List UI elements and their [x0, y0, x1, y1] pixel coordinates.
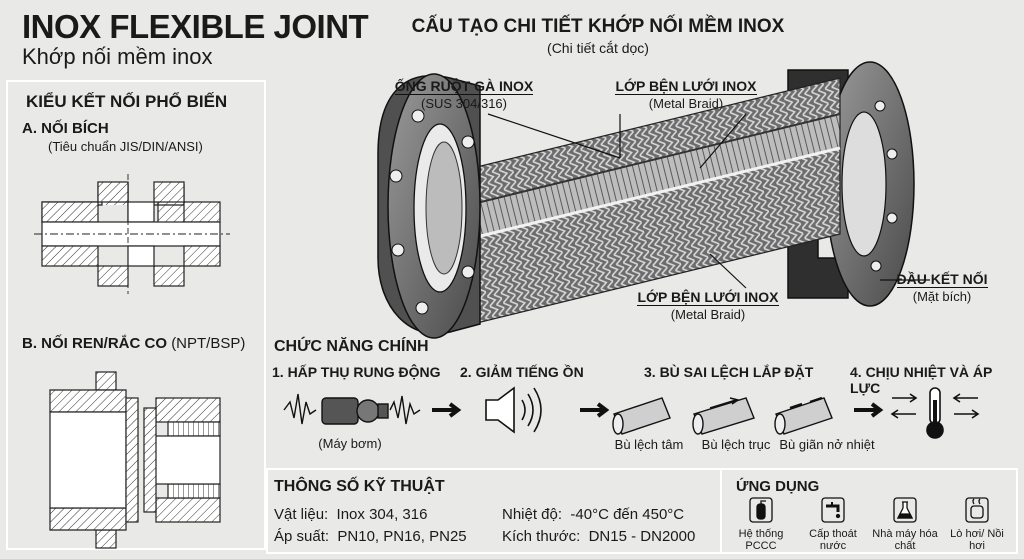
- applications-panel: ỨNG DỤNG Hệ thống PCCC Cấp thoát nước Nh…: [720, 468, 1018, 554]
- label-metal-braid-top-title: LỚP BỆN LƯỚI INOX: [615, 78, 757, 95]
- function-3-caption-axial: Bù lệch trục: [701, 437, 771, 452]
- label-metal-braid-bottom-title: LỚP BỆN LƯỚI INOX: [637, 289, 779, 306]
- flexible-joint-cutaway-drawing: [377, 61, 930, 339]
- leader-lines: [487, 113, 930, 289]
- threaded-union-cross-section-drawing: [49, 371, 221, 549]
- spec-temperature-value: -40°C đến 450°C: [570, 506, 685, 523]
- spec-pressure-value: PN10, PN16, PN25: [337, 528, 467, 545]
- specs-panel: THÔNG SỐ KỸ THUẬT Vật liệu: Inox 304, 31…: [266, 468, 722, 554]
- applications-heading: ỨNG DỤNG: [736, 478, 820, 495]
- function-3-title: 3. BÙ SAI LỆCH LẮP ĐẶT: [644, 364, 814, 380]
- functions-heading: CHỨC NĂNG CHÍNH: [274, 338, 429, 355]
- arrow-2-icon: [580, 402, 610, 418]
- spec-size-row: Kích thước: DN15 - DN2000: [502, 528, 695, 545]
- label-corrugated-tube-title: ỐNG RUỘT GÀ INOX: [394, 78, 534, 95]
- spec-size-value: DN15 - DN2000: [588, 528, 696, 545]
- structure-subtitle: (Chi tiết cắt dọc): [547, 40, 649, 56]
- function-1-caption: (Máy bơm): [318, 436, 382, 451]
- application-boiler-label: Lò hơi/ Nồi hơi: [950, 528, 1004, 552]
- spec-material-row: Vật liệu: Inox 304, 316: [274, 506, 427, 523]
- spec-temperature-label: Nhiệt độ:: [502, 506, 563, 523]
- spec-material-label: Vật liệu:: [274, 506, 329, 523]
- spec-pressure-row: Áp suất: PN10, PN16, PN25: [274, 528, 467, 545]
- label-end-connection-title: ĐẦU KẾT NỐI: [896, 271, 988, 288]
- vibration-pump-icon: [283, 393, 421, 425]
- threaded-connection-title: B. NỐI REN/RẮC CO (NPT/BSP): [22, 335, 245, 352]
- threaded-connection-standard: (NPT/BSP): [171, 335, 246, 352]
- label-corrugated-tube-sub: (SUS 304/316): [421, 96, 507, 111]
- specs-heading: THÔNG SỐ KỸ THUẬT: [274, 478, 445, 495]
- left-flange: [377, 73, 481, 339]
- function-1-title: 1. HẤP THỤ RUNG ĐỘNG: [272, 364, 441, 380]
- label-metal-braid-bottom-sub: (Metal Braid): [670, 307, 746, 322]
- axial-pipe-icon: [692, 397, 755, 435]
- spec-size-label: Kích thước:: [502, 528, 581, 545]
- function-3-caption-thermal: Bù giãn nở nhiệt: [779, 437, 875, 452]
- structure-title: CẤU TẠO CHI TIẾT KHỚP NỐI MỀM INOX: [411, 16, 785, 37]
- thermometer-pressure-icon: [890, 387, 980, 439]
- label-metal-braid-top-sub: (Metal Braid): [648, 96, 724, 111]
- speaker-icon: [485, 386, 542, 434]
- spec-material-value: Inox 304, 316: [336, 506, 428, 523]
- main-title: INOX FLEXIBLE JOINT: [22, 8, 369, 45]
- connection-types-heading: KIỂU KẾT NỐI PHỔ BIẾN: [26, 92, 228, 111]
- offset-pipe-icon: [612, 397, 671, 435]
- function-3-caption-offset: Bù lệch tâm: [614, 437, 684, 452]
- label-corrugated-tube: ỐNG RUỘT GÀ INOX (SUS 304/316): [384, 78, 544, 111]
- flange-connection-title: A. NỐI BÍCH: [22, 120, 109, 137]
- application-chemical-plant-label: Nhà máy hóa chất: [872, 528, 938, 552]
- application-water-supply-label: Cấp thoát nước: [809, 528, 857, 552]
- application-icons: [749, 497, 989, 523]
- spec-pressure-label: Áp suất:: [274, 528, 330, 545]
- faucet-icon: [821, 497, 845, 523]
- thermal-pipe-icon: [774, 396, 833, 435]
- connection-types-panel: KIỂU KẾT NỐI PHỔ BIẾN A. NỐI BÍCH (Tiêu …: [6, 80, 266, 550]
- label-metal-braid-top: LỚP BỆN LƯỚI INOX (Metal Braid): [606, 78, 766, 111]
- threaded-connection-title-text: B. NỐI REN/RẮC CO: [22, 335, 168, 352]
- functions-illustration: [283, 386, 980, 439]
- arrow-3-icon: [854, 402, 884, 418]
- flange-connection-standard: (Tiêu chuẩn JIS/DIN/ANSI): [48, 139, 203, 154]
- function-2-title: 2. GIẢM TIẾNG ỒN: [460, 364, 584, 380]
- fire-extinguisher-icon: [749, 497, 773, 523]
- spec-temperature-row: Nhiệt độ: -40°C đến 450°C: [502, 506, 684, 523]
- main-subtitle: Khớp nối mềm inox: [22, 44, 213, 69]
- label-end-connection-sub: (Mặt bích): [912, 289, 972, 304]
- label-metal-braid-bottom: LỚP BỆN LƯỚI INOX (Metal Braid): [628, 289, 788, 322]
- application-fire-protection-label: Hệ thống PCCC: [738, 528, 784, 552]
- flask-icon: [893, 497, 917, 523]
- boiler-icon: [965, 497, 989, 523]
- flange-cross-section-drawing: [34, 174, 230, 294]
- function-4-title: 4. CHỊU NHIỆT VÀ ÁP LỰC: [850, 364, 993, 396]
- label-end-connection: ĐẦU KẾT NỐI (Mặt bích): [886, 271, 998, 304]
- arrow-1-icon: [432, 402, 462, 418]
